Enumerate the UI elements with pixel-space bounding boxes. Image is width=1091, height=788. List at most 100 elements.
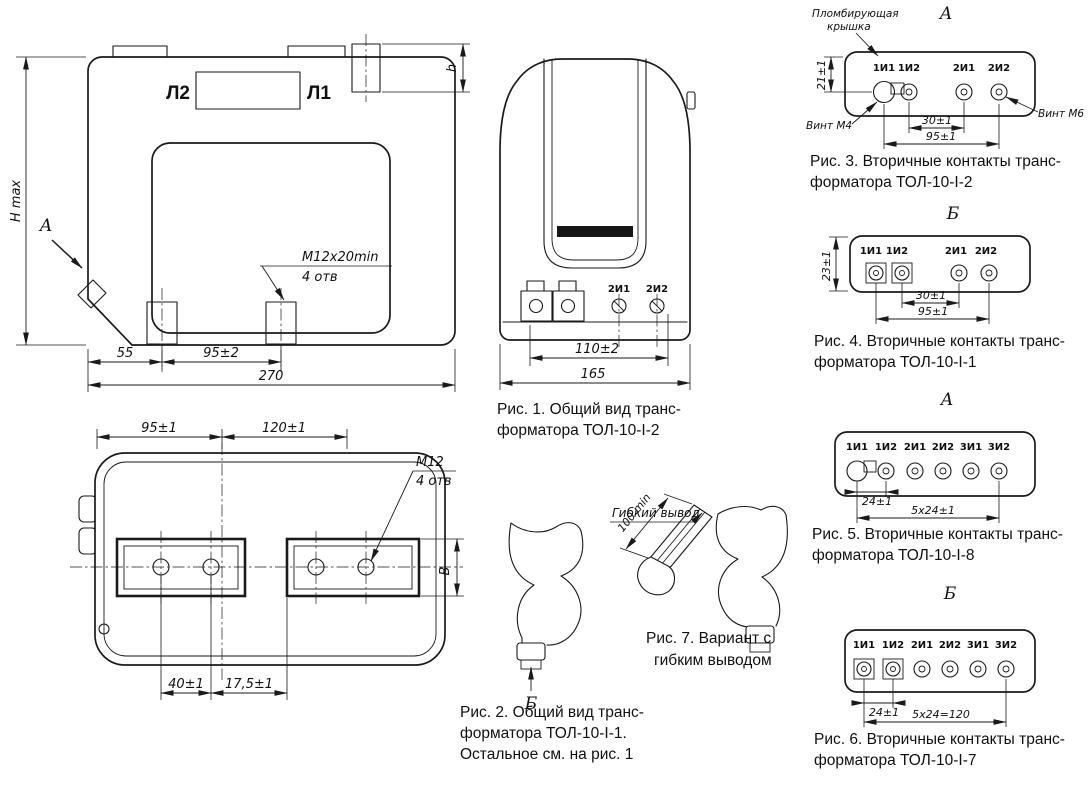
corner-hole: [98, 623, 110, 635]
flex-lead-lug: [637, 556, 676, 596]
thread-callout-m12: М12 4 отв: [370, 455, 456, 562]
fig7-caption-line2: гибким выводом: [654, 652, 772, 669]
fig1-bottom-dimensions: 55 95±2 270: [87, 346, 456, 392]
side-body-outline: [499, 58, 691, 341]
dim-24-text: 24±1: [869, 706, 899, 719]
fig6-terminal-block: [844, 629, 1036, 693]
fig2-caption-line3: Остальное см. на рис. 1: [460, 746, 633, 763]
seal-cap: [872, 80, 896, 104]
dim-21-text: 21±1: [815, 60, 828, 90]
view-b-arrow-label: Б: [524, 694, 538, 714]
fig4-terminal-0: 1И1: [860, 246, 882, 257]
mount-hole-4: [357, 558, 375, 576]
fig6-terminals: Б 1И1 1И2 2И1 2И2 3И1 3И2 24±1 5х24=120: [814, 584, 1065, 769]
fig3-terminal-0: 1И1: [873, 63, 895, 74]
dim-total-text: 5х24±1: [911, 504, 955, 517]
side-left-terminals: [520, 280, 585, 322]
fig5-terminal-5: 3И2: [988, 442, 1010, 453]
fig6-screws: [853, 658, 1015, 680]
transformer-body-outline: [87, 56, 456, 346]
fig1-side-dimensions: 110±2 165: [499, 314, 691, 390]
fig6-terminal-3: 2И2: [939, 640, 961, 651]
fig2-top-view: 95±1 120±1 М12 4 отв: [70, 421, 464, 700]
left-mount-window: [115, 537, 247, 598]
marking-band: [557, 226, 633, 237]
bottom-bolt-right: [265, 301, 297, 345]
fig3-dimensions: 21±1 Винт М4 Винт М6 30±1 95±1: [806, 56, 1084, 149]
fig4-terminals: Б 1И1 1И2 2И1 2И2 23±1 30±1 95±1: [814, 204, 1065, 371]
dim-95-text: 95±1: [918, 305, 948, 318]
thread-note-line2: 4 отв: [302, 270, 338, 285]
fig5-view-label: А: [940, 390, 954, 410]
fig5-dimensions: 24±1 5х24±1: [844, 481, 1000, 523]
dim-270-text: 270: [259, 369, 284, 384]
screw-m4-label: Винт М4: [806, 120, 852, 132]
fig3-terminal-3: 2И2: [988, 63, 1010, 74]
fig3-terminals: А Пломбирующая крышка 1И1 1И2 2И1 2И2 21…: [806, 4, 1084, 191]
fig3-terminal-1: 1И2: [898, 63, 920, 74]
top-pad-right: [287, 45, 346, 58]
fig4-terminal-2: 2И1: [945, 246, 967, 257]
corner-clamp: [77, 279, 107, 309]
side-latch: [686, 91, 696, 110]
fig1-side-view: 2И1 2И2 110±2 165: [499, 58, 696, 390]
dim-h-max: Н max: [9, 56, 86, 346]
dim-30-text: 30±1: [922, 114, 952, 127]
dim-bolt-h: h: [382, 43, 470, 93]
dim-24-text: 24±1: [862, 495, 892, 508]
fig5-caption-line2: форматора ТОЛ-10-I-8: [812, 547, 975, 564]
fig2-caption: Рис. 2. Общий вид транс- форматора ТОЛ-1…: [460, 704, 644, 763]
fig7-flex-variant: Гибкий вывод 100 min Рис. 7. Вариант с г…: [610, 491, 788, 669]
fig4-view-label: Б: [946, 204, 960, 224]
fig6-caption-line2: форматора ТОЛ-10-I-7: [814, 752, 977, 769]
fig2-caption-line1: Рис. 2. Общий вид транс-: [460, 704, 644, 721]
fig6-view-label: Б: [943, 584, 957, 604]
fig5-terminals: А 1И1 1И2 2И1 2И2 3И1 3И2 24±1 5х24±1: [812, 390, 1063, 564]
fig4-terminal-block: [849, 235, 1031, 293]
m12-note-line2: 4 отв: [416, 474, 452, 489]
fig6-terminal-5: 3И2: [995, 640, 1017, 651]
core-limb-outer: [543, 58, 647, 269]
fig5-terminal-1: 1И2: [875, 442, 897, 453]
seal-tab: [890, 82, 905, 95]
right-mount-window: [285, 537, 421, 598]
fig1-caption: Рис. 1. Общий вид транс- форматора ТОЛ-1…: [497, 401, 681, 439]
fig7-caption-line1: Рис. 7. Вариант с: [646, 630, 771, 647]
fig2-caption-line2: форматора ТОЛ-10-I-1.: [460, 725, 627, 742]
dim-95-1-text: 95±1: [141, 421, 177, 436]
top-terminal-bolt: [351, 43, 381, 93]
seal-cap-label-line1: Пломбирующая: [812, 8, 899, 20]
fig3-caption-line2: форматора ТОЛ-10-I-2: [810, 174, 973, 191]
fig2-bottom-dimensions: 40±1 17,5±1: [160, 576, 288, 700]
fig1-front-view: Л2 Л1 А Н max h М12х20min 4 отв: [9, 34, 470, 392]
view-a-arrow: [51, 239, 83, 269]
fig4-screws: [865, 262, 998, 284]
primary-terminal-l2: Л2: [166, 83, 190, 104]
fig3-terminal-2: 2И1: [953, 63, 975, 74]
fig4-terminal-1: 1И2: [886, 246, 908, 257]
dim-17-5-text: 17,5±1: [225, 677, 273, 692]
fig6-terminal-1: 1И2: [882, 640, 904, 651]
dim-165-text: 165: [581, 367, 606, 382]
contact-2i1-label: 2И1: [608, 284, 630, 295]
view-b-detail: Б: [508, 522, 584, 714]
screw-m6-label: Винт М6: [1038, 108, 1084, 120]
mount-hole-1: [152, 558, 170, 576]
dim-40-text: 40±1: [168, 677, 204, 692]
seal-cap-label-line2: крышка: [827, 21, 871, 33]
fig1-caption-line2: форматора ТОЛ-10-I-2: [497, 422, 660, 439]
thread-callout-m12x20: М12х20min 4 отв: [260, 250, 392, 301]
fig3-view-label: А: [939, 4, 953, 24]
top-body-outline: [94, 452, 446, 666]
fig3-screws: [872, 80, 1008, 104]
dim-110-text: 110±2: [575, 342, 619, 357]
detail-foot: [516, 642, 546, 661]
nameplate: [195, 71, 301, 110]
dim-h-max-text: Н max: [9, 180, 24, 223]
fig6-caption-line1: Рис. 6. Вторичные контакты транс-: [814, 731, 1065, 748]
dim-b-text: В: [438, 566, 453, 575]
top-body-inner: [103, 461, 437, 657]
core-window: [151, 142, 391, 334]
